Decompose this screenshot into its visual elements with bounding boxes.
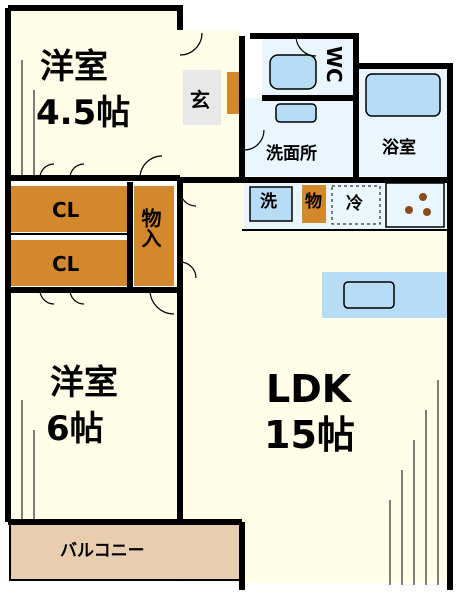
washer-label: 洗 xyxy=(260,192,277,212)
kitchen-sink-icon xyxy=(343,281,395,309)
floor-ldk xyxy=(180,178,448,583)
bathroom-label: 浴室 xyxy=(382,138,416,158)
balcony-floor xyxy=(10,524,242,580)
fridge-label: 冷 xyxy=(346,194,363,214)
entrance-shoe-cabinet xyxy=(227,72,239,114)
burner-icon xyxy=(419,193,427,201)
floor-western-room-1 xyxy=(8,8,180,178)
balcony-label: バルコニー xyxy=(60,541,145,561)
thin-walls xyxy=(8,229,450,581)
western-room-1-name: 洋室 xyxy=(40,47,108,87)
floor-western-room-2 xyxy=(8,290,180,522)
ldk-size: 15帖 xyxy=(264,413,355,457)
storage-label: 物入 xyxy=(138,208,162,248)
small-storage xyxy=(302,185,326,223)
washroom-label: 洗面所 xyxy=(266,144,317,164)
sink-icon xyxy=(275,103,317,123)
toilet-icon xyxy=(269,54,317,90)
door-swings xyxy=(39,32,317,315)
closet-1 xyxy=(10,186,128,232)
fridge-space xyxy=(331,185,381,225)
entrance-label: 玄 xyxy=(190,88,210,112)
wc-label: WC xyxy=(322,46,346,83)
window-lines xyxy=(21,60,439,585)
stove-icon xyxy=(385,182,445,228)
closet-1-label: CL xyxy=(52,198,80,222)
floor-entrance xyxy=(183,70,221,125)
bathtub-icon xyxy=(365,73,441,117)
burner-icon xyxy=(423,208,431,216)
burner-icon xyxy=(405,206,413,214)
ldk-name: LDK xyxy=(266,367,352,411)
western-room-2-name: 洋室 xyxy=(50,363,118,403)
storage-closet xyxy=(134,186,174,286)
closet-2 xyxy=(10,240,128,286)
small-storage-label: 物 xyxy=(305,192,322,212)
washer-icon xyxy=(249,186,293,222)
closet-2-label: CL xyxy=(52,252,80,276)
western-room-2-size: 6帖 xyxy=(46,409,104,449)
western-room-1-size: 4.5帖 xyxy=(36,93,131,133)
